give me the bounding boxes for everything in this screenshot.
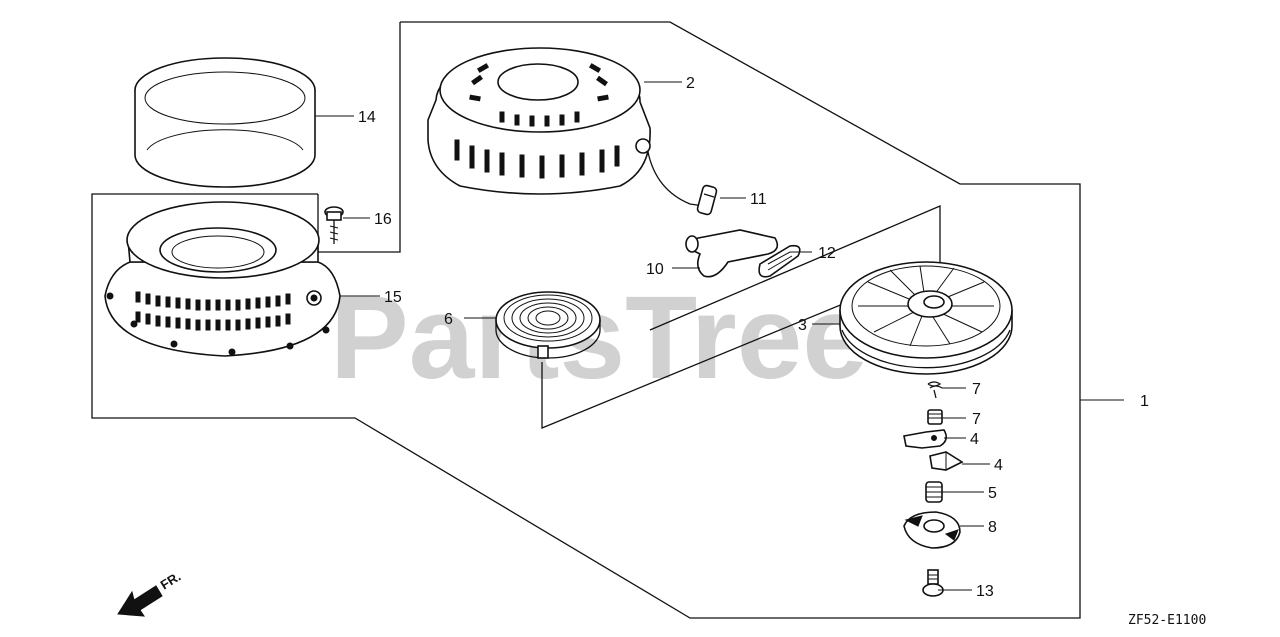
callout-1: 1	[1140, 393, 1149, 410]
part-15-fan-cover[interactable]	[104, 201, 341, 357]
assembly-outline	[91, 21, 1081, 619]
callout-15: 15	[384, 289, 402, 306]
part-5-spring[interactable]	[925, 481, 943, 503]
part-3-reel[interactable]	[839, 261, 1013, 375]
watermark: PartsTree	[330, 272, 868, 404]
callout-16: 16	[374, 211, 392, 228]
callout-14: 14	[358, 109, 376, 126]
callout-3: 3	[798, 317, 807, 334]
part-12-grip-insert[interactable]	[758, 244, 801, 278]
part-11-grommet[interactable]	[696, 184, 718, 216]
part-6-spiral-spring[interactable]	[495, 291, 601, 359]
part-10-starter-grip[interactable]	[685, 229, 779, 278]
part-14-band[interactable]	[134, 57, 316, 188]
part-4-ratchet-lower[interactable]	[929, 451, 964, 471]
callout-leaders	[315, 81, 1124, 591]
part-7-spring-lower[interactable]	[927, 409, 943, 425]
part-16-bolt[interactable]	[324, 206, 344, 244]
cover-group-outline	[317, 22, 401, 253]
callout-4-lower: 4	[994, 457, 1003, 474]
front-direction-arrow: FR.	[117, 569, 184, 617]
front-direction-label: FR.	[158, 569, 184, 593]
callout-12: 12	[818, 245, 836, 262]
callout-7-upper: 7	[972, 381, 981, 398]
callout-4-upper: 4	[970, 431, 979, 448]
part-4-ratchet-upper[interactable]	[903, 429, 948, 449]
callout-8: 8	[988, 519, 997, 536]
case-vent-slots	[454, 63, 620, 179]
callout-6: 6	[444, 311, 453, 328]
part-13-screw[interactable]	[922, 569, 944, 597]
callout-10: 10	[646, 261, 664, 278]
callout-7-lower: 7	[972, 411, 981, 428]
callout-5: 5	[988, 485, 997, 502]
cover-vent-slots	[135, 291, 291, 331]
part-2-starter-case[interactable]	[427, 47, 705, 207]
diagram-code: ZF52-E1100	[1128, 613, 1206, 628]
callout-11: 11	[750, 191, 767, 208]
callout-13: 13	[976, 583, 994, 600]
callout-2: 2	[686, 75, 695, 92]
part-7-spring-upper[interactable]	[927, 381, 943, 399]
part-8-friction-plate[interactable]	[903, 511, 961, 549]
